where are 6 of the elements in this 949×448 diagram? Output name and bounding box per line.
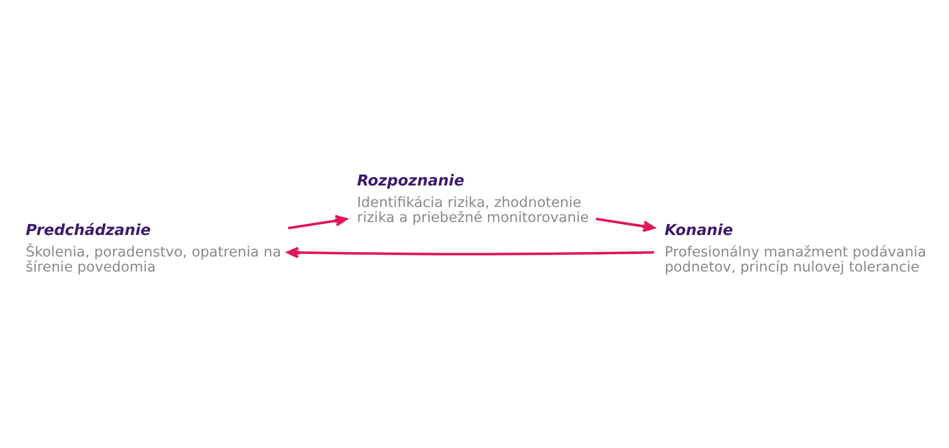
node-text: Rozpoznanie Identifikácia rizika, zhodnotenie rizika a priebežné monitorovanie [357,171,589,226]
arrow [288,214,348,229]
node-text: Konanie Profesionálny manažment podávania podnetov, princíp nulovej tolerancie [664,220,926,276]
arrow [286,246,654,258]
node-text: Predchádzanie Školenia, poradenstvo, opatrenia na šírenie povedomia [26,220,282,276]
arrow [596,217,656,232]
